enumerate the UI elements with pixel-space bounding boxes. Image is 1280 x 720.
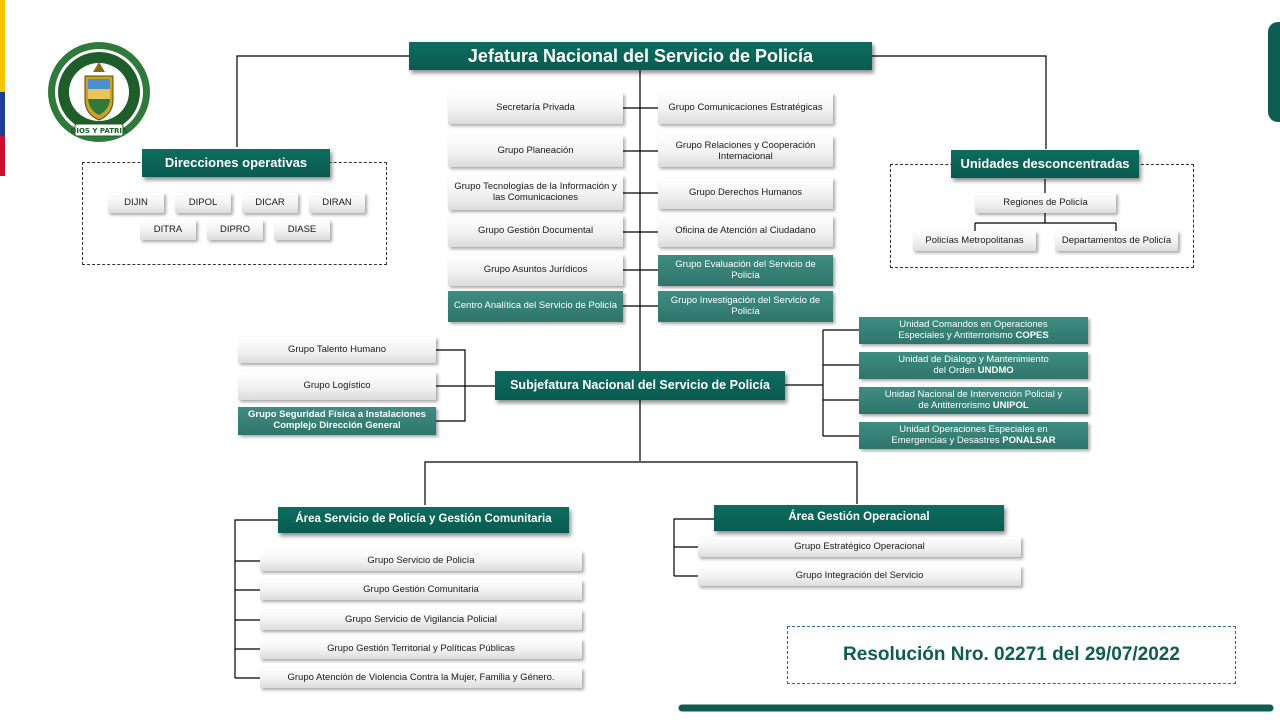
staff-investigacion: Grupo Investigación del Servicio de Poli… [658, 291, 833, 322]
flag-strip-blue [0, 92, 5, 136]
area-comunitaria-item: Grupo Servicio de Policía [260, 551, 582, 571]
staff-secretaria: Secretaría Privada [448, 93, 623, 124]
departamentos-box: Departamentos de Policía [1055, 231, 1178, 251]
staff-evaluacion: Grupo Evaluación del Servicio de Policía [658, 255, 833, 286]
area-comunitaria-item: Grupo Gestión Comunitaria [260, 580, 582, 600]
staff-asuntos-juridicos: Grupo Asuntos Jurídicos [448, 255, 623, 286]
staff-atencion-ciudadano: Oficina de Atención al Ciudadano [658, 216, 833, 247]
unidad-unipol: Unidad Nacional de Intervención Policial… [859, 387, 1088, 414]
area-operacional-item: Grupo Estratégico Operacional [698, 537, 1021, 557]
direccion-item: DIJIN [108, 193, 164, 213]
staff-derechos-humanos: Grupo Derechos Humanos [658, 178, 833, 209]
unidades-group-frame [890, 164, 1194, 268]
direccion-item: DITRA [140, 220, 196, 240]
direccion-item: DICAR [242, 193, 298, 213]
direccion-item: DIASE [274, 220, 330, 240]
resolucion-label: Resolución Nro. 02271 del 29/07/2022 [787, 626, 1236, 684]
staff-centro-analitica: Centro Analítica del Servicio de Policía [448, 291, 623, 322]
sub-seguridad-fisica: Grupo Seguridad Física a Instalaciones C… [238, 407, 436, 435]
direccion-item: DIPRO [207, 220, 263, 240]
area-operacional-item: Grupo Integración del Servicio [698, 566, 1021, 586]
staff-tecnologias: Grupo Tecnologías de la Información y la… [448, 176, 623, 210]
area-comunitaria-item: Grupo Gestión Territorial y Políticas Pú… [260, 639, 582, 659]
direcciones-group-frame [82, 162, 387, 265]
area-operacional-title: Área Gestión Operacional [714, 505, 1004, 531]
area-comunitaria-item: Grupo Servicio de Vigilancia Policial [260, 610, 582, 630]
policia-seal-logo: DIOS Y PATRIA [48, 42, 150, 142]
direccion-item: DIRAN [309, 193, 365, 213]
staff-comunicaciones: Grupo Comunicaciones Estratégicas [658, 93, 833, 124]
staff-gestion-documental: Grupo Gestión Documental [448, 216, 623, 247]
sub-talento-humano: Grupo Talento Humano [238, 337, 436, 363]
seal-motto: DIOS Y PATRIA [71, 127, 128, 135]
staff-relaciones: Grupo Relaciones y Cooperación Internaci… [658, 136, 833, 167]
sub-logistico: Grupo Logístico [238, 372, 436, 400]
flag-strip-yellow [0, 0, 5, 92]
area-comunitaria-item: Grupo Atención de Violencia Contra la Mu… [260, 668, 582, 688]
unidades-title: Unidades desconcentradas [951, 150, 1139, 178]
jefatura-title: Jefatura Nacional del Servicio de Policí… [409, 42, 872, 70]
direcciones-title: Direcciones operativas [142, 149, 330, 177]
subjefatura-title: Subjefatura Nacional del Servicio de Pol… [495, 371, 785, 400]
corner-tab [1268, 22, 1280, 122]
direccion-item: DIPOL [175, 193, 231, 213]
metropolitanas-box: Policías Metropolitanas [913, 231, 1036, 251]
regiones-box: Regiones de Policía [975, 193, 1116, 213]
staff-planeacion: Grupo Planeación [448, 136, 623, 167]
area-comunitaria-title: Área Servicio de Policía y Gestión Comun… [278, 507, 569, 533]
flag-strip-red [0, 136, 5, 176]
